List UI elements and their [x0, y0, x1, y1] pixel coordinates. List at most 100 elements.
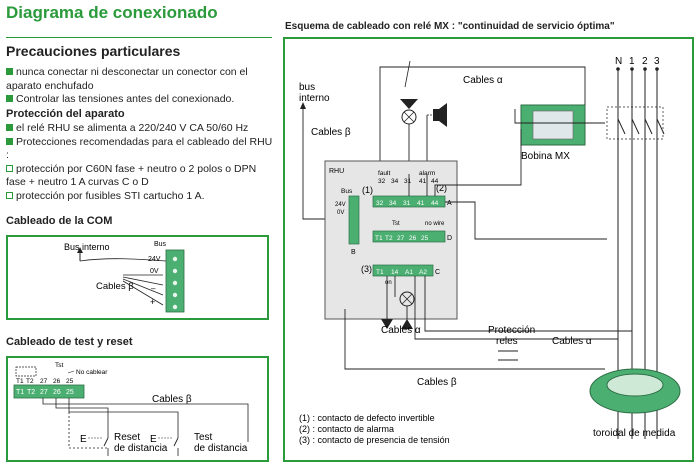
svg-text:T2: T2	[385, 235, 393, 242]
protection-item: el relé RHU se alimenta a 220/240 V CA 5…	[6, 122, 274, 136]
svg-text:A1: A1	[405, 269, 413, 276]
protection-heading: Protección del aparato	[6, 108, 125, 120]
page-title: Diagrama de conexionado	[6, 3, 218, 22]
cables-alpha-right-label: Cables α	[552, 336, 592, 347]
svg-text:on: on	[385, 280, 392, 286]
test-cables-beta-label: Cables β	[152, 394, 192, 405]
svg-text:reles: reles	[496, 336, 518, 347]
svg-text:de distancia: de distancia	[194, 443, 248, 454]
svg-text:24V: 24V	[148, 256, 161, 263]
protection-item: protección por fusibles STI cartucho 1 A…	[6, 190, 274, 204]
mx-coil-label: Bobina MX	[521, 151, 570, 162]
svg-text:34: 34	[391, 178, 399, 185]
cables-alpha-left-label: Cables α	[381, 325, 421, 336]
test-reset-heading: Cableado de test y reset	[6, 336, 133, 348]
arrow-up-icon	[381, 319, 393, 329]
svg-text:T1: T1	[376, 269, 384, 276]
legend-item: (2) : contacto de alarma	[299, 424, 394, 434]
protection-item: Protecciones recomendadas para el cablea…	[6, 135, 273, 161]
title-divider	[6, 37, 272, 38]
svg-text:E: E	[80, 434, 87, 445]
svg-text:0V: 0V	[337, 210, 344, 216]
svg-text:A: A	[447, 200, 452, 207]
svg-text:26: 26	[53, 378, 61, 385]
arrow-up-icon	[300, 102, 306, 109]
svg-text:44: 44	[431, 200, 439, 207]
svg-text:25: 25	[421, 235, 429, 242]
svg-text:interno: interno	[299, 93, 330, 104]
svg-text:25: 25	[66, 378, 74, 385]
svg-text:26: 26	[409, 235, 417, 242]
svg-text:Tst: Tst	[55, 362, 64, 369]
svg-text:27: 27	[40, 378, 48, 385]
test-label: Test	[194, 432, 213, 443]
svg-text:fault: fault	[378, 170, 390, 177]
arrow-up-icon	[77, 247, 83, 253]
svg-text:no wire: no wire	[425, 221, 445, 227]
legend-item: (3) : contacto de presencia de tensión	[299, 435, 450, 445]
svg-text:alarm: alarm	[419, 170, 435, 177]
svg-text:de distancia: de distancia	[114, 443, 168, 454]
svg-text:(2): (2)	[436, 183, 447, 193]
horn-icon	[433, 109, 439, 121]
svg-text:31: 31	[403, 200, 411, 207]
svg-text:0V: 0V	[150, 268, 159, 275]
svg-text:T2: T2	[27, 389, 35, 396]
bullet-square-icon	[6, 137, 13, 145]
svg-text:No cablear: No cablear	[76, 369, 108, 376]
svg-text:32: 32	[376, 200, 384, 207]
test-reset-panel: Tst No cablear T1 T2 27 26 25 T1 T2 27 2…	[6, 356, 269, 462]
svg-text:T1: T1	[16, 378, 24, 385]
toroid-label: toroidal de medida	[593, 428, 676, 439]
svg-text:E: E	[150, 434, 157, 445]
svg-text:41: 41	[419, 178, 427, 185]
cables-alpha-top-label: Cables α	[463, 75, 503, 86]
svg-text:41: 41	[417, 200, 425, 207]
wiring-scheme-title: Esquema de cableado con relé MX : "conti…	[285, 21, 615, 32]
svg-text:T2: T2	[26, 378, 34, 385]
svg-text:27: 27	[397, 235, 405, 242]
bullet-square-icon	[6, 68, 13, 75]
svg-text:D: D	[447, 235, 452, 242]
protection-list: el relé RHU se alimenta a 220/240 V CA 5…	[6, 122, 274, 203]
svg-text:34: 34	[389, 200, 397, 207]
precautions-heading: Precauciones particulares	[6, 43, 181, 59]
svg-text:24V: 24V	[335, 202, 346, 208]
svg-text:44: 44	[431, 178, 439, 185]
bullet-open-square-icon	[6, 191, 13, 199]
protection-item: protección por C60N fase + neutro o 2 po…	[6, 162, 257, 188]
relay-protection-label: Protección	[488, 325, 535, 336]
com-bus-label: Bus interno	[64, 242, 110, 252]
svg-text:C: C	[435, 269, 440, 276]
com-wiring-diagram: Bus interno Cables β Bus 24V 0V – +	[64, 241, 185, 313]
bullet-square-icon	[6, 124, 13, 131]
svg-text:T1: T1	[375, 235, 383, 242]
svg-text:Tst: Tst	[392, 221, 400, 227]
svg-text:Bus: Bus	[341, 188, 353, 195]
svg-text:27: 27	[40, 389, 48, 396]
svg-text:3: 3	[654, 56, 660, 67]
svg-text:32: 32	[378, 178, 386, 185]
reset-label: Reset	[114, 432, 140, 443]
test-terminal-block	[13, 384, 85, 399]
svg-text:1: 1	[629, 56, 635, 67]
cables-beta-left-label: Cables β	[311, 127, 351, 138]
terminal-block-c	[372, 264, 434, 277]
svg-text:+: +	[150, 297, 155, 307]
wiring-scheme-panel: N 1 2 3 Bobina MX Cables α bus intern	[283, 37, 694, 462]
com-cables-beta-label: Cables β	[96, 281, 134, 292]
svg-text:RHU: RHU	[329, 168, 344, 175]
svg-text:Bus: Bus	[154, 241, 167, 248]
svg-text:bus: bus	[299, 82, 315, 93]
com-heading: Cableado de la COM	[6, 215, 113, 227]
svg-text:N: N	[615, 56, 622, 67]
arrow-up-icon	[401, 319, 413, 329]
svg-text:2: 2	[642, 56, 648, 67]
bullet-open-square-icon	[6, 164, 13, 172]
svg-text:25: 25	[66, 389, 74, 396]
legend-item: (1) : contacto de defecto invertible	[299, 413, 435, 423]
cables-beta-bottom-label: Cables β	[417, 377, 457, 388]
svg-text:B: B	[351, 249, 356, 256]
test-reset-diagram: Tst No cablear T1 T2 27 26 25 T1 T2 27 2…	[13, 362, 249, 456]
svg-text:(3): (3)	[361, 264, 372, 274]
